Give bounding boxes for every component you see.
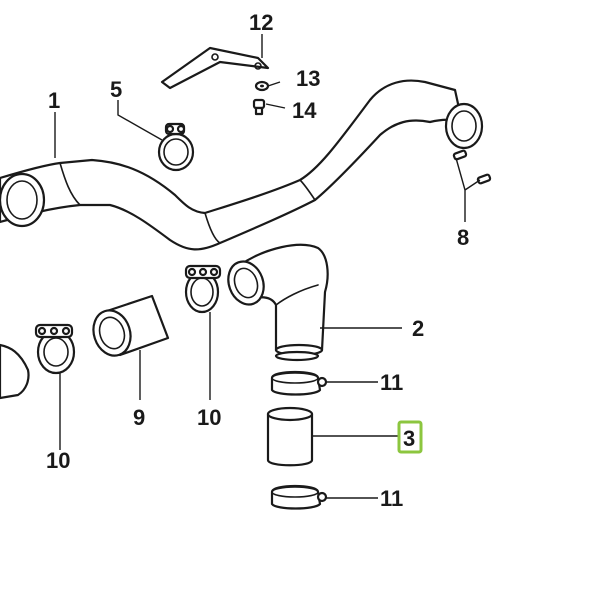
callout-3[interactable]: 3 bbox=[403, 426, 415, 451]
bolt-part-14[interactable] bbox=[252, 98, 266, 116]
callout-12[interactable]: 12 bbox=[249, 10, 273, 35]
clamp-part-11-lower[interactable] bbox=[270, 484, 328, 510]
pipe-part-1[interactable] bbox=[0, 79, 484, 251]
clamp-part-11-upper[interactable] bbox=[270, 370, 328, 396]
callout-14[interactable]: 14 bbox=[292, 98, 317, 123]
bracket-part-12[interactable] bbox=[160, 46, 270, 90]
callout-13[interactable]: 13 bbox=[296, 66, 320, 91]
pipe-stub-left[interactable] bbox=[0, 343, 30, 400]
callout-1[interactable]: 1 bbox=[48, 88, 60, 113]
callout-11-lower[interactable]: 11 bbox=[380, 486, 403, 511]
sleeve-part-9[interactable] bbox=[88, 294, 170, 360]
callout-9[interactable]: 9 bbox=[133, 405, 145, 430]
washer-part-13[interactable] bbox=[254, 80, 270, 92]
callout-5[interactable]: 5 bbox=[110, 77, 122, 102]
sleeve-part-3[interactable] bbox=[266, 406, 314, 467]
callout-labels: 1 2 3 5 8 9 10 10 11 11 12 13 14 bbox=[46, 10, 469, 511]
callout-2[interactable]: 2 bbox=[412, 316, 424, 341]
callout-11-upper[interactable]: 11 bbox=[380, 370, 403, 395]
clamp-part-10-left[interactable] bbox=[34, 323, 76, 375]
callout-10-right[interactable]: 10 bbox=[197, 405, 221, 430]
clamp-part-5[interactable] bbox=[157, 122, 195, 172]
leader-lines bbox=[54, 34, 481, 499]
clamp-part-10-right[interactable] bbox=[184, 264, 222, 314]
elbow-pipe-part-2[interactable] bbox=[223, 243, 329, 362]
callout-10-left[interactable]: 10 bbox=[46, 448, 70, 473]
highlight-box-part-3 bbox=[397, 420, 423, 454]
callout-8[interactable]: 8 bbox=[457, 225, 469, 250]
